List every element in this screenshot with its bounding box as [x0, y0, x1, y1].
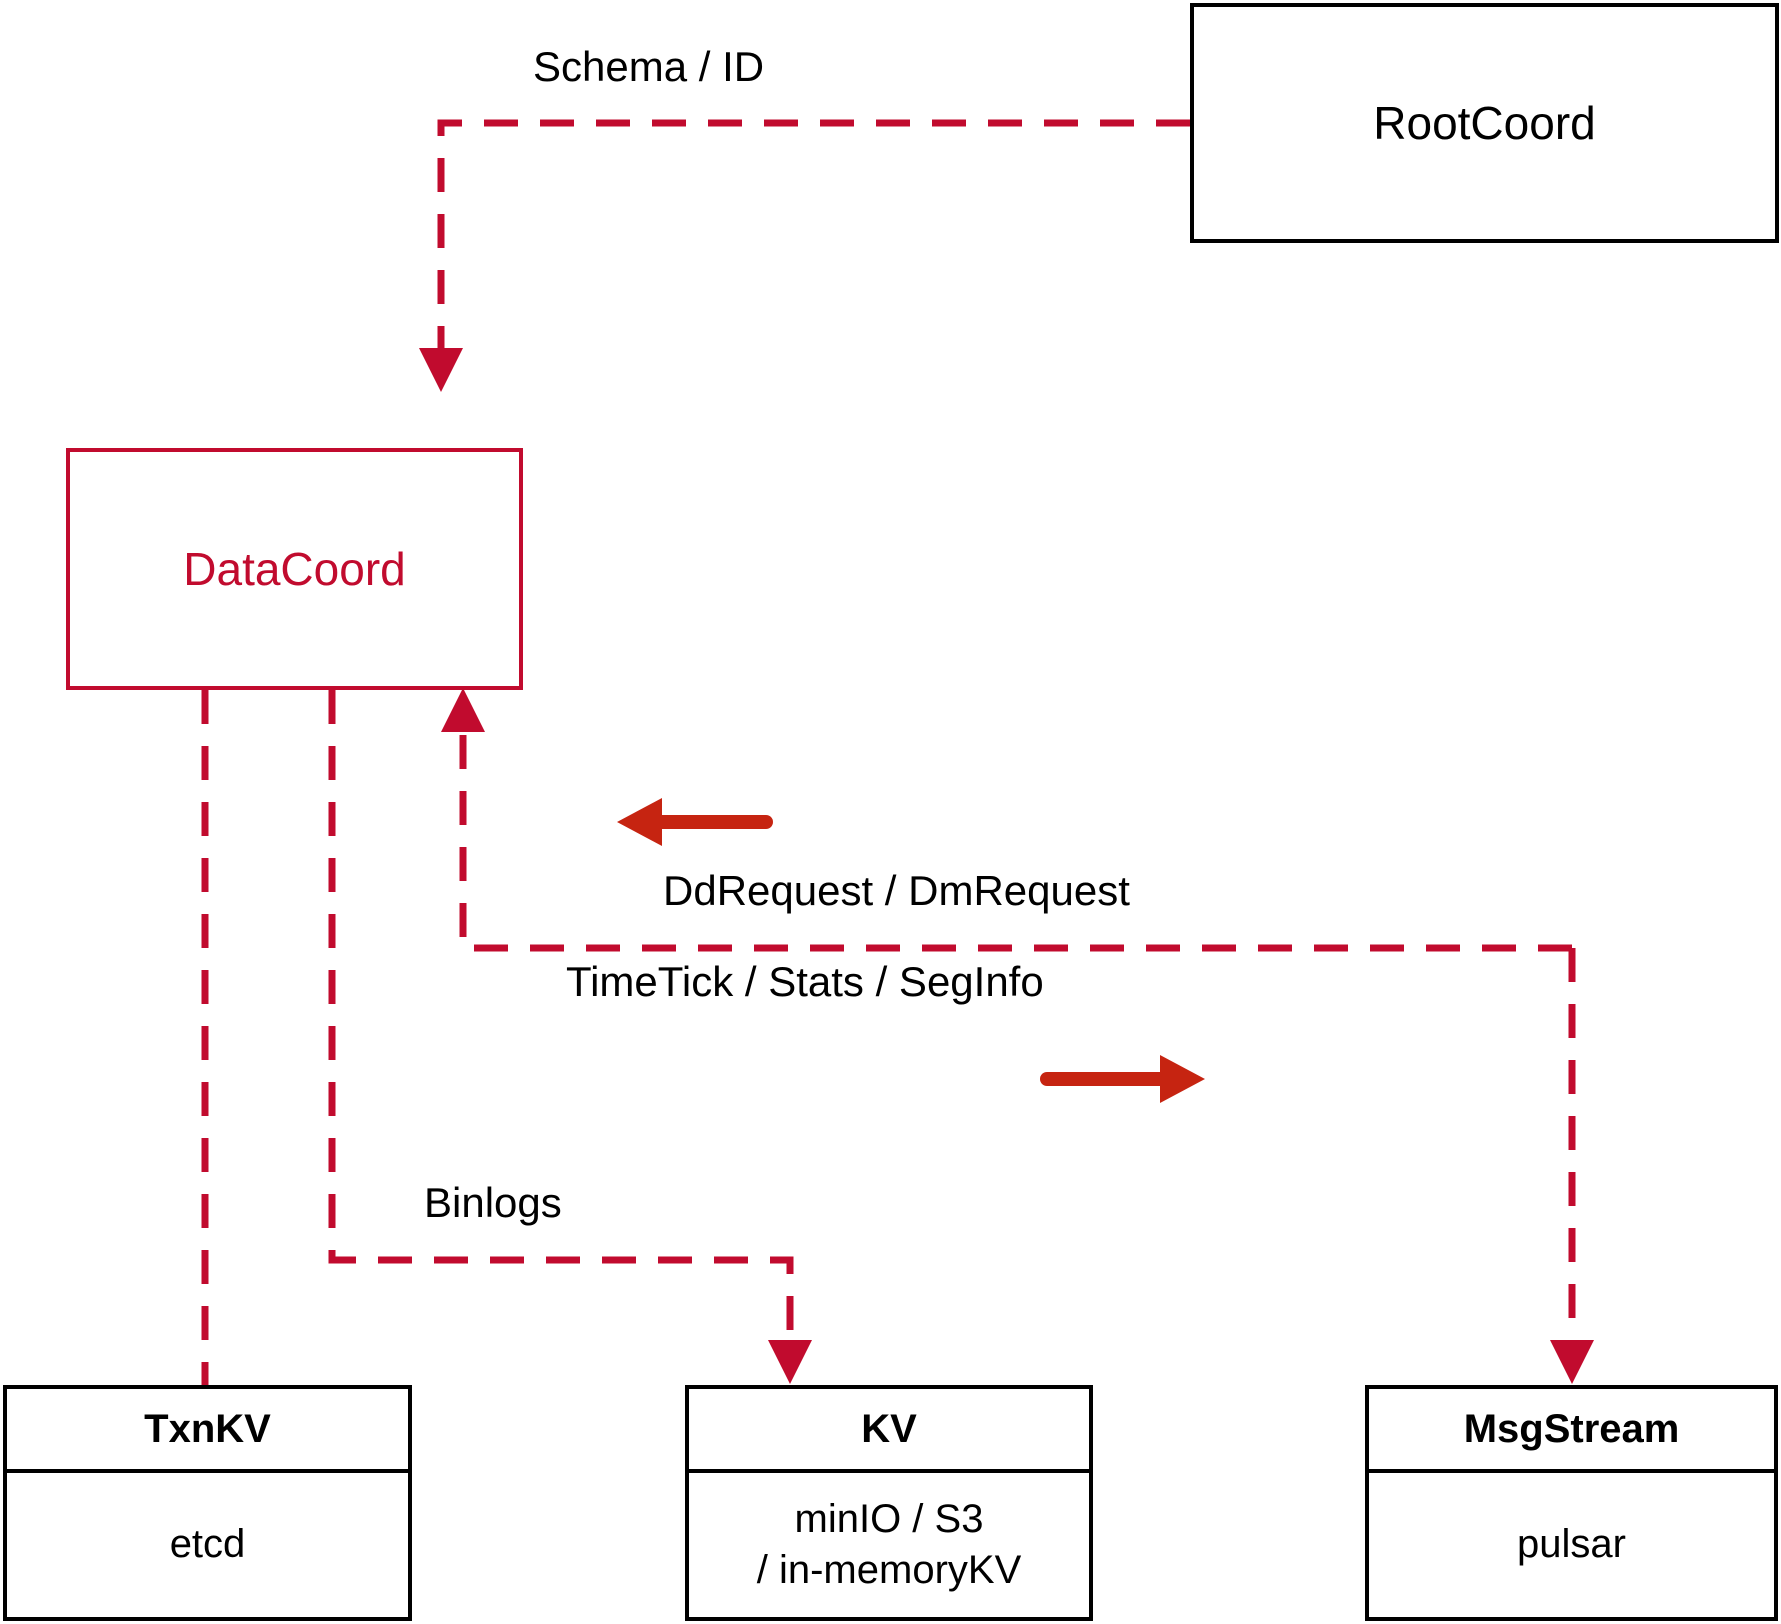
- edge-label-binlogs: Binlogs: [424, 1179, 562, 1226]
- arrowhead-up-datacoord: [441, 688, 485, 732]
- store-kv-body: minIO / S3 / in-memoryKV: [689, 1473, 1089, 1617]
- store-txnkv-line-1: etcd: [169, 1522, 246, 1567]
- edge-label-schema-id: Schema / ID: [533, 43, 765, 90]
- arrowhead-down-msgstream: [1550, 1340, 1594, 1384]
- store-msgstream-line-1: pulsar: [1517, 1522, 1626, 1567]
- store-kv-title: KV: [689, 1389, 1089, 1473]
- edge-datacoord-kv-binlogs: [328, 690, 812, 1384]
- arrow-produce-right: [1040, 1055, 1205, 1103]
- store-txnkv-title: TxnKV: [7, 1389, 408, 1473]
- store-kv-line-2: / in-memoryKV: [756, 1548, 1022, 1592]
- edge-datacoord-msgstream: [1550, 948, 1594, 1384]
- arrow-consume-left: [617, 798, 773, 846]
- arrowhead-down-datacoord: [419, 348, 463, 392]
- store-kv-line-1: minIO / S3: [794, 1496, 984, 1541]
- edge-label-ddrequest-dmrequest: DdRequest / DmRequest: [663, 867, 1130, 914]
- edge-label-timetick-stats-seginfo: TimeTick / Stats / SegInfo: [566, 958, 1044, 1005]
- node-datacoord[interactable]: DataCoord: [66, 448, 523, 690]
- node-datacoord-label: DataCoord: [183, 542, 406, 595]
- edge-msgstream-datacoord: [441, 688, 1572, 952]
- store-msgstream-title: MsgStream: [1369, 1389, 1774, 1473]
- arrowhead-down-kv: [768, 1340, 812, 1384]
- node-rootcoord[interactable]: RootCoord: [1190, 3, 1779, 243]
- store-txnkv-body: etcd: [7, 1473, 408, 1617]
- store-txnkv[interactable]: TxnKV etcd: [3, 1385, 412, 1621]
- edge-schema-id: [419, 119, 1190, 392]
- store-msgstream[interactable]: MsgStream pulsar: [1365, 1385, 1778, 1621]
- store-kv[interactable]: KV minIO / S3 / in-memoryKV: [685, 1385, 1093, 1621]
- node-rootcoord-label: RootCoord: [1373, 96, 1596, 149]
- store-msgstream-body: pulsar: [1369, 1473, 1774, 1617]
